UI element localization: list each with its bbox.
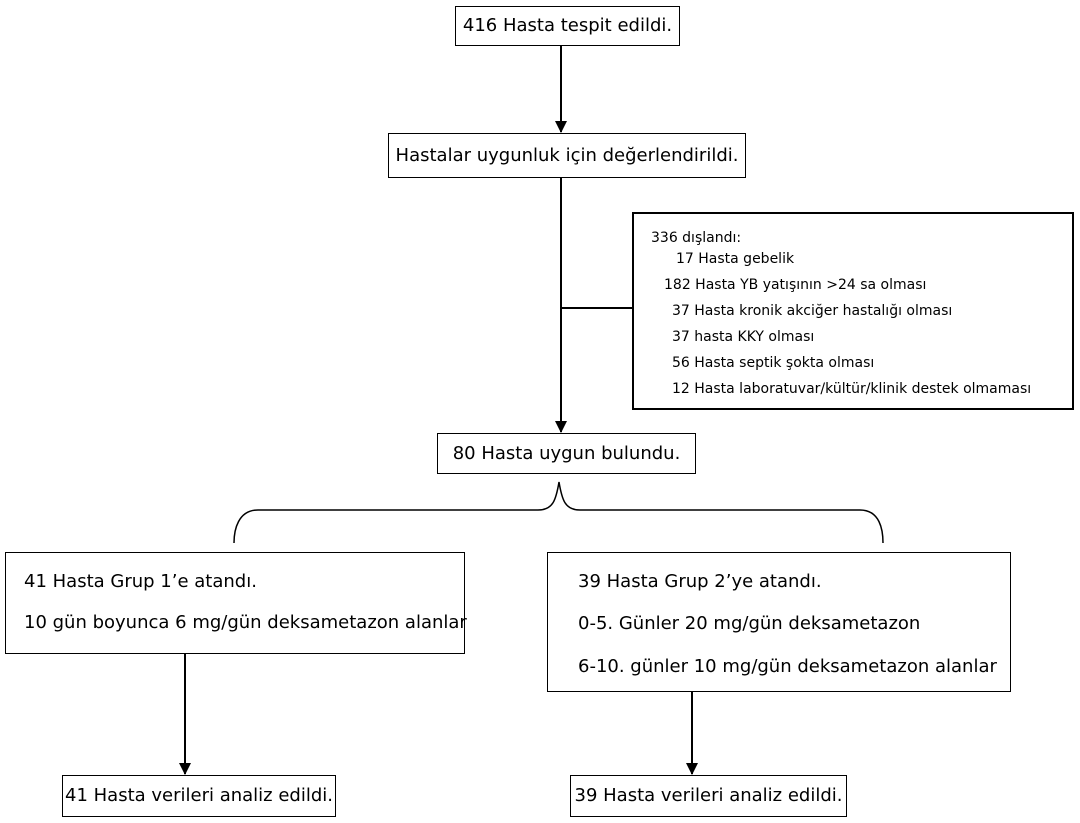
identified-text: 416 Hasta tespit edildi.: [462, 15, 673, 36]
exclusion-reason: 17 Hasta gebelik: [676, 251, 795, 267]
identified-box: 416 Hasta tespit edildi.: [455, 6, 680, 46]
group-1-box: 41 Hasta Grup 1’e atandı. 10 gün boyunca…: [5, 552, 467, 654]
group-2-dose-days-6-10: 6-10. günler 10 mg/gün deksametazon alan…: [578, 656, 997, 677]
eligible-text: 80 Hasta uygun bulundu.: [452, 442, 681, 464]
group-2-box: 39 Hasta Grup 2’ye atandı. 0-5. Günler 2…: [547, 552, 1011, 692]
analyzed-2-box: 39 Hasta verileri analiz edildi.: [570, 775, 847, 817]
exclusion-reason: 12 Hasta laboratuvar/kültür/klinik deste…: [672, 381, 1032, 397]
exclusion-reason: 182 Hasta YB yatışının >24 sa olması: [664, 277, 927, 293]
group-2-title: 39 Hasta Grup 2’ye atandı.: [578, 571, 822, 592]
group-1-title: 41 Hasta Grup 1’e atandı.: [24, 571, 257, 592]
analyzed-1-box: 41 Hasta verileri analiz edildi.: [62, 775, 336, 817]
assessed-text: Hastalar uygunluk için değerlendirildi.: [395, 144, 739, 166]
analyzed-2-text: 39 Hasta verileri analiz edildi.: [574, 785, 843, 806]
exclusion-reason: 56 Hasta septik şokta olması: [672, 355, 875, 371]
assessed-box: Hastalar uygunluk için değerlendirildi.: [388, 133, 746, 178]
allocation-brace: [233, 481, 884, 544]
group-1-dose: 10 gün boyunca 6 mg/gün deksametazon ala…: [24, 612, 467, 633]
exclusion-reason: 37 Hasta kronik akciğer hastalığı olması: [672, 303, 953, 319]
exclusion-reason: 37 hasta KKY olması: [672, 329, 815, 345]
analyzed-1-text: 41 Hasta verileri analiz edildi.: [65, 785, 333, 806]
excluded-box: 336 dışlandı: 17 Hasta gebelik 182 Hasta…: [632, 212, 1074, 410]
eligible-box: 80 Hasta uygun bulundu.: [437, 433, 696, 474]
excluded-heading: 336 dışlandı:: [651, 230, 742, 246]
group-2-dose-days-0-5: 0-5. Günler 20 mg/gün deksametazon: [578, 613, 921, 634]
